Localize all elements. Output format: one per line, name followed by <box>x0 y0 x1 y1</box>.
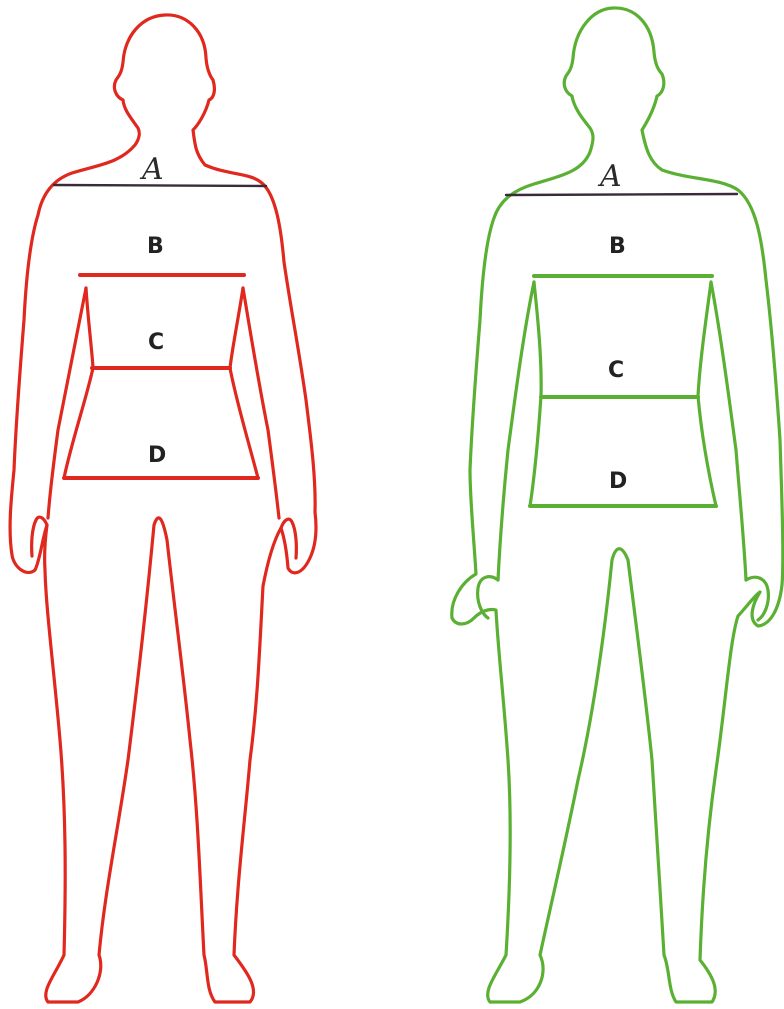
left-figure-arm-inner-left <box>48 288 86 518</box>
right-label-c: C <box>608 358 624 383</box>
left-label-b: B <box>147 234 164 259</box>
left-label-a: A <box>139 152 164 187</box>
right-figure-torso-side-left <box>530 282 541 506</box>
right-figure-torso-side-right <box>698 282 716 506</box>
left-label-d: D <box>148 443 166 468</box>
right-figure: A B C D <box>452 8 783 1002</box>
left-figure: A B C D <box>10 15 316 1002</box>
right-measure-line-a <box>506 194 737 195</box>
right-label-b: B <box>609 234 626 259</box>
right-figure-arm-inner-left <box>498 282 534 580</box>
left-label-c: C <box>148 330 164 355</box>
right-label-a: A <box>597 159 622 194</box>
left-figure-arm-inner-right <box>243 288 279 518</box>
right-label-d: D <box>609 469 627 494</box>
left-figure-torso-side-right <box>230 288 258 478</box>
right-figure-arm-inner-right <box>711 282 746 580</box>
